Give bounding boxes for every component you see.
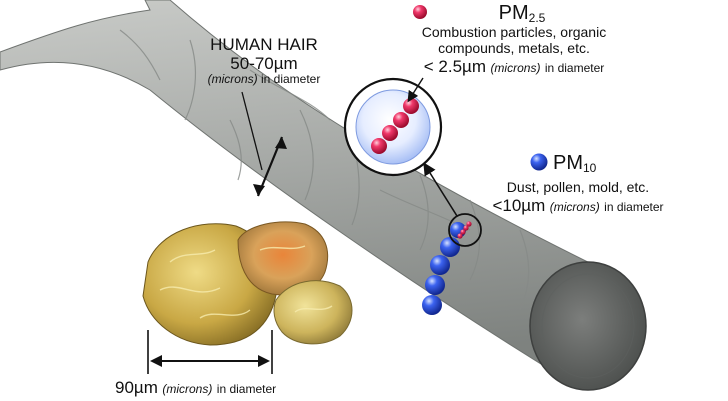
pm25-label: PM2.5 Combustion particles, organic comp… xyxy=(402,2,626,77)
sand-size: 90µm xyxy=(115,378,158,397)
pm10-title: PM10 xyxy=(553,152,596,175)
hair-label: HUMAN HAIR 50-70µm (microns) in diameter xyxy=(194,35,334,87)
pm10-desc: Dust, pollen, mold, etc. xyxy=(506,179,650,195)
pm25-label-arrow xyxy=(407,77,424,103)
pm10-legend-ball xyxy=(530,153,548,171)
pm25-desc-line1: Combustion particles, organic xyxy=(421,24,607,41)
pm25-desc-line2: compounds, metals, etc. xyxy=(438,40,590,57)
pm25-size: < 2.5µm xyxy=(423,56,486,76)
pm25-small-highlight xyxy=(448,213,482,247)
pm25-legend-ball xyxy=(413,5,427,19)
pm25-subscript: 2.5 xyxy=(528,11,546,25)
human-hair-strand xyxy=(0,0,647,391)
pm25-suffix: in diameter xyxy=(544,60,605,75)
hair-title: HUMAN HAIR xyxy=(210,35,318,54)
sand-suffix: in diameter xyxy=(216,382,277,396)
pm10-size: <10µm xyxy=(492,195,546,215)
pm10-subscript: 10 xyxy=(583,161,597,175)
hair-size: 50-70µm xyxy=(230,54,298,74)
pm25-prefix: PM xyxy=(498,2,529,24)
pm10-unit-note: (microns) xyxy=(549,199,600,214)
zoom-arrow xyxy=(423,162,458,217)
hair-unit-note: (microns) xyxy=(207,72,258,87)
pm10-suffix: in diameter xyxy=(604,199,664,214)
pm25-unit-note: (microns) xyxy=(490,60,541,75)
sand-grains xyxy=(142,221,353,346)
pm25-small-particles xyxy=(457,221,472,239)
hair-label-leader xyxy=(241,91,263,171)
pm10-label: Dust, pollen, mold, etc. <10µm (microns)… xyxy=(478,179,678,216)
pm10-prefix: PM xyxy=(553,152,583,174)
pm25-magnified xyxy=(343,77,443,177)
sand-unit-note: (microns) xyxy=(162,382,213,396)
hair-suffix: in diameter xyxy=(260,72,321,87)
sand-label: 90µm (microns) in diameter xyxy=(115,378,276,398)
